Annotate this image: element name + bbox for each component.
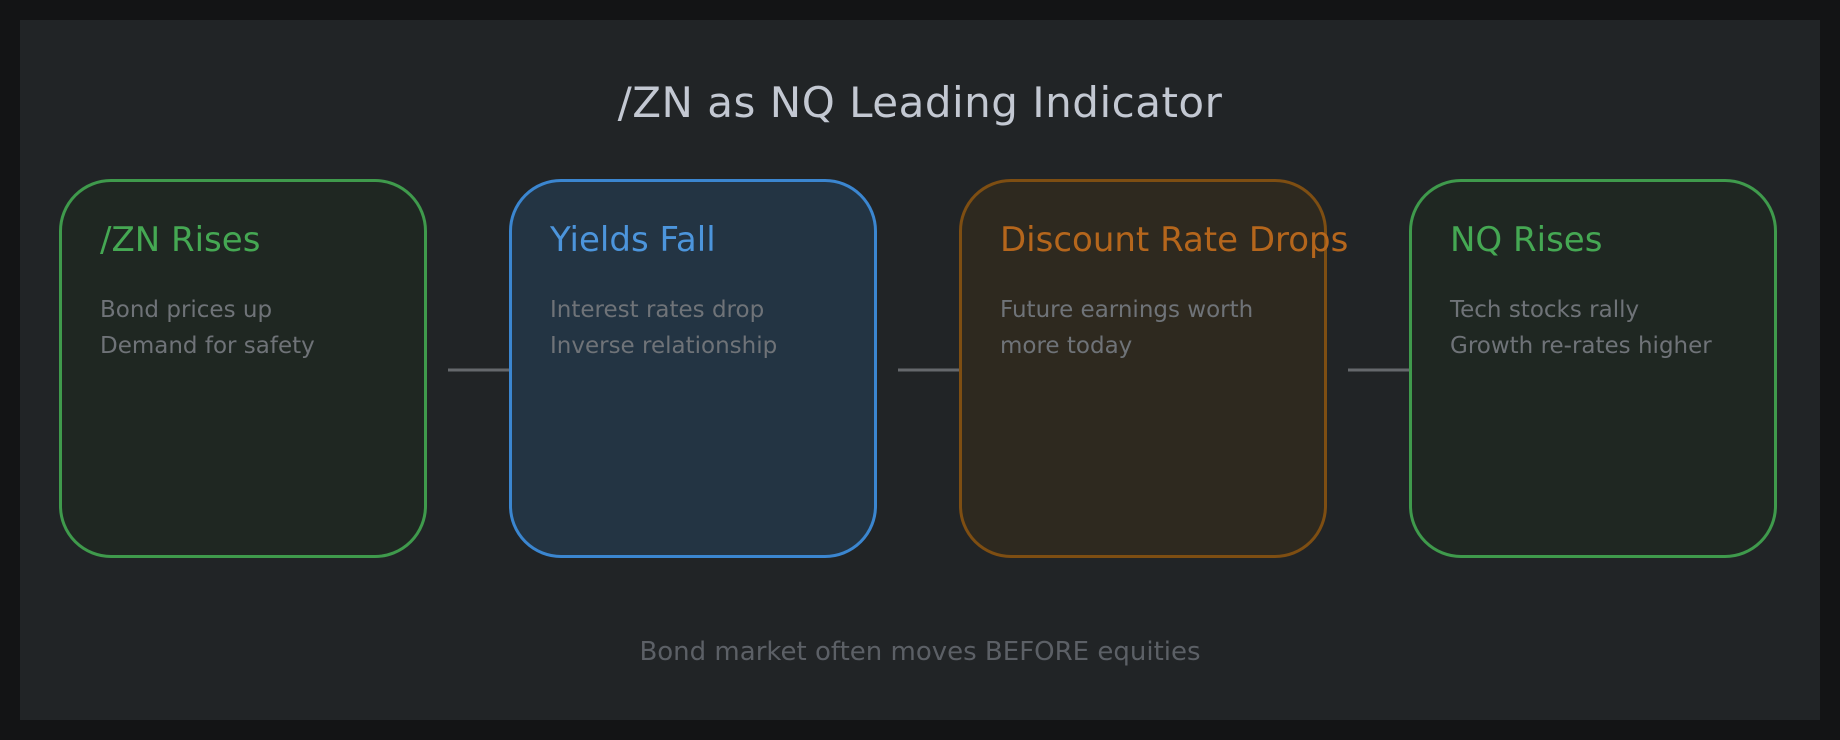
step-description: Bond prices up Demand for safety xyxy=(100,292,315,364)
step-description-line: Interest rates drop xyxy=(550,297,765,323)
step-heading: Yields Fall xyxy=(550,220,716,260)
step-description-line: Demand for safety xyxy=(100,333,315,359)
step-description-line: Bond prices up xyxy=(100,297,273,323)
diagram-canvas: /ZN as NQ Leading Indicator /ZN Rises Bo… xyxy=(20,20,1820,720)
step-zn-rises: /ZN Rises Bond prices up Demand for safe… xyxy=(59,179,427,558)
step-description-line: more today xyxy=(1000,333,1133,359)
step-discount-rate-drops: Discount Rate Drops Future earnings wort… xyxy=(959,179,1348,558)
step-description: Tech stocks rally Growth re-rates higher xyxy=(1450,292,1712,364)
step-description: Future earnings worth more today xyxy=(1000,292,1253,364)
step-heading: Discount Rate Drops xyxy=(1000,220,1349,260)
step-yields-fall: Yields Fall Interest rates drop Inverse … xyxy=(509,179,877,558)
step-heading: NQ Rises xyxy=(1450,220,1603,260)
step-description-line: Growth re-rates higher xyxy=(1450,333,1712,359)
step-nq-rises: NQ Rises Tech stocks rally Growth re-rat… xyxy=(1409,179,1777,558)
diagram-footnote: Bond market often moves BEFORE equities xyxy=(639,637,1201,667)
step-description: Interest rates drop Inverse relationship xyxy=(550,292,777,364)
step-description-line: Future earnings worth xyxy=(1000,297,1254,323)
diagram-title: /ZN as NQ Leading Indicator xyxy=(617,78,1223,127)
step-heading: /ZN Rises xyxy=(100,220,261,260)
step-description-line: Tech stocks rally xyxy=(1450,297,1640,323)
step-description-line: Inverse relationship xyxy=(550,333,778,359)
